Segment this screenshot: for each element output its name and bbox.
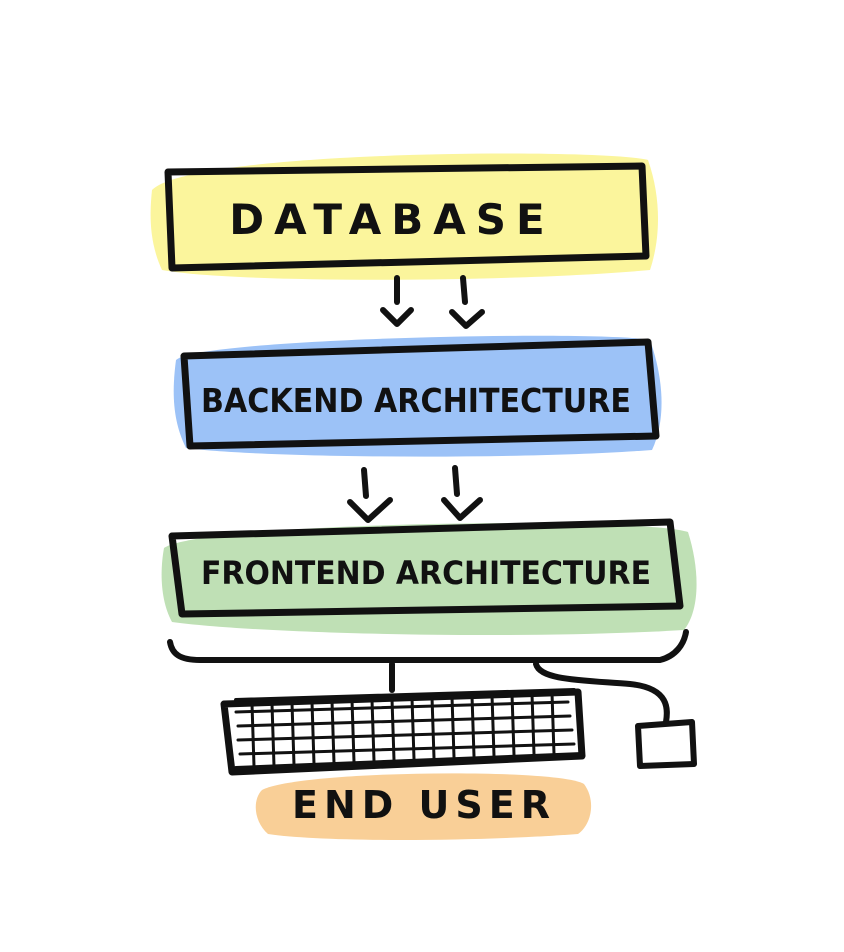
backend-label: BACKEND ARCHITECTURE — [201, 381, 631, 420]
database-highlight — [150, 153, 658, 280]
mouse-icon — [533, 661, 697, 769]
arrow-down-icon — [441, 465, 483, 521]
database-box — [164, 162, 650, 272]
arrows-backend-to-frontend — [347, 465, 483, 523]
arrow-down-icon — [449, 275, 485, 329]
backend-box — [180, 338, 660, 450]
arrows-db-to-backend — [380, 275, 485, 329]
end-user-highlight — [255, 773, 592, 840]
backend-highlight — [173, 335, 662, 457]
arrow-down-icon — [347, 467, 393, 523]
frontend-layer: FRONTEND ARCHITECTURE — [161, 518, 697, 636]
frontend-label: FRONTEND ARCHITECTURE — [201, 554, 651, 592]
backend-layer: BACKEND ARCHITECTURE — [173, 335, 662, 457]
end-user-label: END USER — [292, 783, 556, 827]
database-label: DATABASE — [229, 195, 554, 244]
database-layer: DATABASE — [150, 153, 658, 280]
end-user-layer: END USER — [255, 773, 592, 840]
keyboard-icon — [220, 688, 586, 776]
frontend-box — [168, 518, 684, 618]
arrow-down-icon — [380, 275, 414, 327]
monitor-icon — [167, 629, 689, 693]
